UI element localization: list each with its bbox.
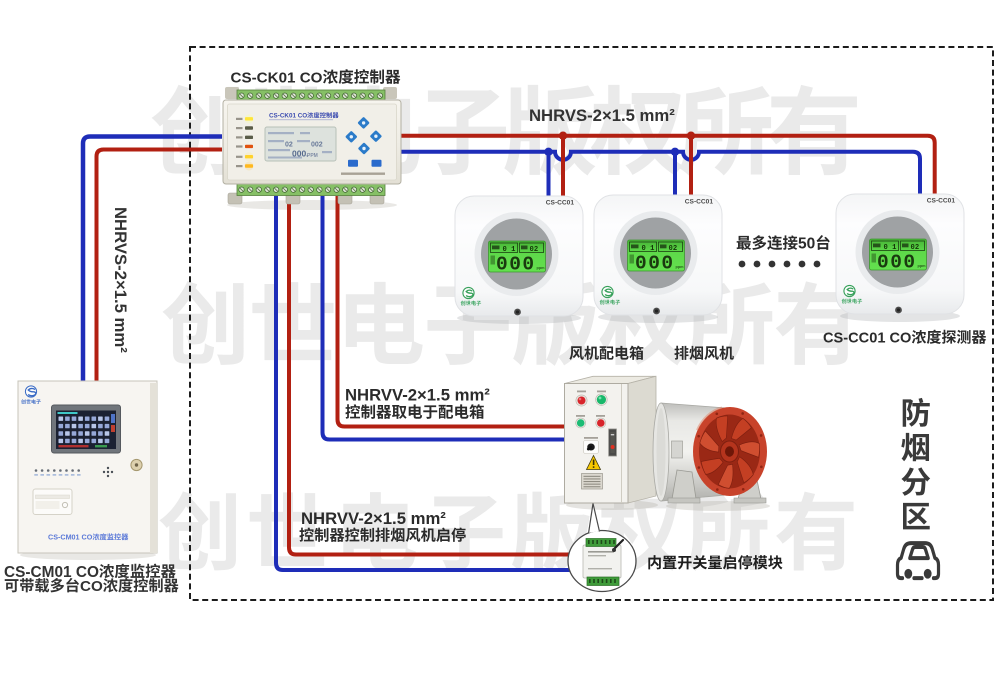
svg-text:NHRVV-2×1.5 mm²: NHRVV-2×1.5 mm² xyxy=(301,509,446,528)
svg-text:PPM: PPM xyxy=(307,153,318,159)
svg-text:CS-CM01 CO: CS-CM01 CO xyxy=(48,533,93,542)
svg-text:CS-CC01 CO: CS-CC01 CO xyxy=(823,331,911,347)
svg-text:CO: CO xyxy=(80,578,103,595)
svg-text:NHRVV-2×1.5 mm²: NHRVV-2×1.5 mm² xyxy=(345,386,490,405)
svg-text:02: 02 xyxy=(285,142,293,149)
svg-text:NHRVS-2×1.5 mm²: NHRVS-2×1.5 mm² xyxy=(529,106,675,125)
svg-text:NHRVS-2×1.5 mm²: NHRVS-2×1.5 mm² xyxy=(111,207,130,353)
svg-text:CS-CK01 CO: CS-CK01 CO xyxy=(269,113,307,120)
svg-text:CS-CM01 CO: CS-CM01 CO xyxy=(4,564,99,581)
svg-text:50: 50 xyxy=(798,236,815,253)
svg-text:000.: 000. xyxy=(292,149,309,159)
svg-text:002: 002 xyxy=(311,142,323,149)
svg-text:CS-CK01 CO: CS-CK01 CO xyxy=(231,70,323,87)
